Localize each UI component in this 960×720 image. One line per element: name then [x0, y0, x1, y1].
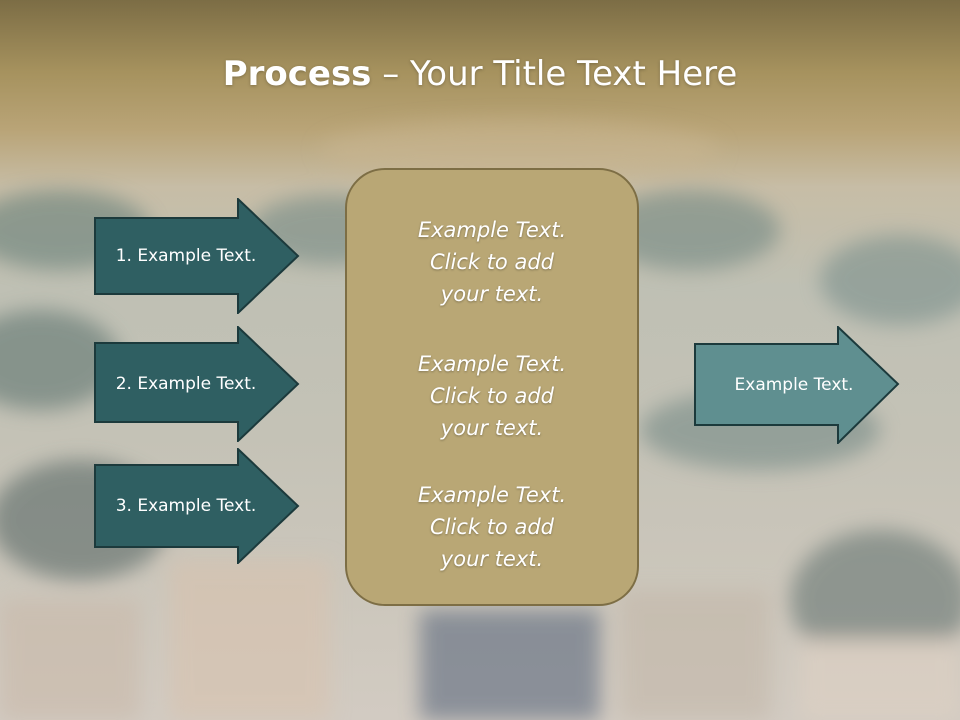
step-label-2: 2. Example Text. [115, 374, 257, 394]
center-text-box[interactable]: Example Text. Click to add your text. Ex… [345, 168, 639, 606]
block-line: Example Text. [417, 483, 567, 507]
block-line: Example Text. [417, 352, 567, 376]
slide-title: Process – Your Title Text Here [0, 52, 960, 96]
block-line: your text. [440, 282, 544, 306]
arrow-shape-icon [94, 326, 300, 442]
step-label-3: 3. Example Text. [115, 496, 257, 516]
title-bold: Process [222, 54, 372, 94]
arrow-shape-icon [94, 448, 300, 564]
title-rest: – Your Title Text Here [371, 54, 738, 94]
arrow-shape-icon [94, 198, 300, 314]
arrow-shape-icon [694, 326, 900, 444]
block-line: Click to add [429, 384, 554, 408]
step-arrow-2[interactable]: 2. Example Text. [94, 326, 300, 442]
center-text-block-2: Example Text. Click to add your text. [347, 348, 637, 444]
center-text-block-3: Example Text. Click to add your text. [347, 479, 637, 575]
block-line: Example Text. [417, 218, 567, 242]
result-arrow[interactable]: Example Text. [694, 326, 900, 444]
block-line: Click to add [429, 250, 554, 274]
center-text-block-1: Example Text. Click to add your text. [347, 214, 637, 310]
block-line: Click to add [429, 515, 554, 539]
step-label-1: 1. Example Text. [115, 246, 257, 266]
step-arrow-1[interactable]: 1. Example Text. [94, 198, 300, 314]
result-label: Example Text. [734, 375, 854, 395]
block-line: your text. [440, 416, 544, 440]
step-arrow-3[interactable]: 3. Example Text. [94, 448, 300, 564]
block-line: your text. [440, 547, 544, 571]
